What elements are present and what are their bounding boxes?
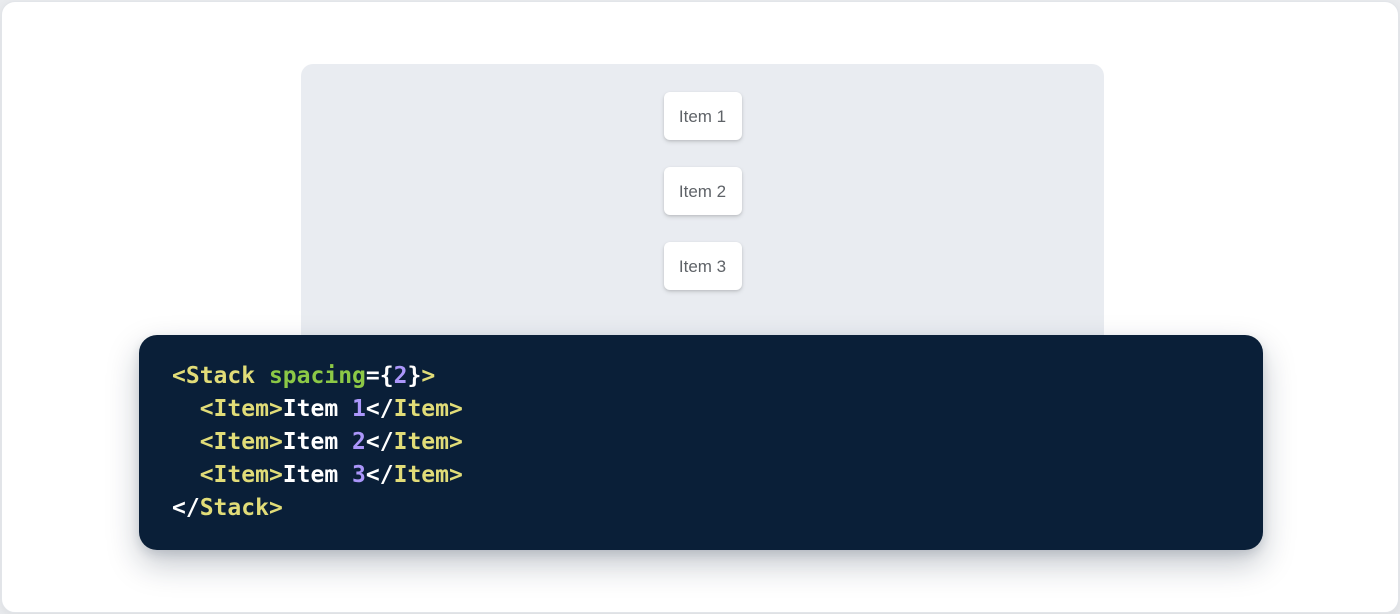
code-token-text: Item: [282, 462, 353, 488]
code-token-text: [255, 363, 269, 389]
code-token-punctuation: }: [407, 363, 422, 389]
stack-item-card: Item 3: [663, 242, 742, 290]
code-token-tag: Stack>: [199, 495, 283, 521]
code-token-number: 1: [352, 396, 366, 422]
code-token-tag: Item>: [393, 429, 463, 455]
code-token-tag: >: [421, 363, 436, 389]
code-token-tag: Item>: [393, 462, 463, 488]
code-line: </Stack>: [172, 492, 1230, 525]
code-token-tag: <Item>: [199, 462, 283, 488]
code-token-number: 2: [393, 363, 408, 389]
code-token-number: 3: [352, 462, 366, 488]
stack-item-card: Item 1: [663, 92, 742, 140]
code-block: <Stack spacing={2}> <Item>Item 1</Item> …: [139, 335, 1263, 550]
stack-item-card: Item 2: [663, 167, 742, 215]
code-line: <Item>Item 3</Item>: [172, 459, 1230, 492]
code-line: <Item>Item 2</Item>: [172, 426, 1230, 459]
code-token-text: [172, 462, 200, 488]
stack-demo: Item 1 Item 2 Item 3: [301, 92, 1104, 290]
code-line: <Stack spacing={2}>: [172, 360, 1230, 393]
code-token-tag: <Item>: [199, 429, 283, 455]
code-lines: <Stack spacing={2}> <Item>Item 1</Item> …: [172, 360, 1230, 525]
code-token-punctuation: </: [172, 495, 200, 521]
code-token-text: [172, 429, 200, 455]
code-token-text: Item: [282, 396, 353, 422]
code-line: <Item>Item 1</Item>: [172, 393, 1230, 426]
code-token-text: [172, 396, 200, 422]
code-token-tag: <Stack: [172, 363, 256, 389]
code-token-text: Item: [282, 429, 353, 455]
code-token-tag: <Item>: [199, 396, 283, 422]
code-token-number: 2: [352, 429, 366, 455]
code-token-punctuation: </: [365, 396, 394, 422]
code-token-tag: Item>: [393, 396, 463, 422]
code-token-punctuation: </: [365, 429, 394, 455]
demo-panel: Item 1 Item 2 Item 3: [301, 64, 1104, 356]
code-token-punctuation: </: [365, 462, 394, 488]
code-token-punctuation: ={: [365, 363, 394, 389]
code-token-attr: spacing: [268, 363, 366, 389]
